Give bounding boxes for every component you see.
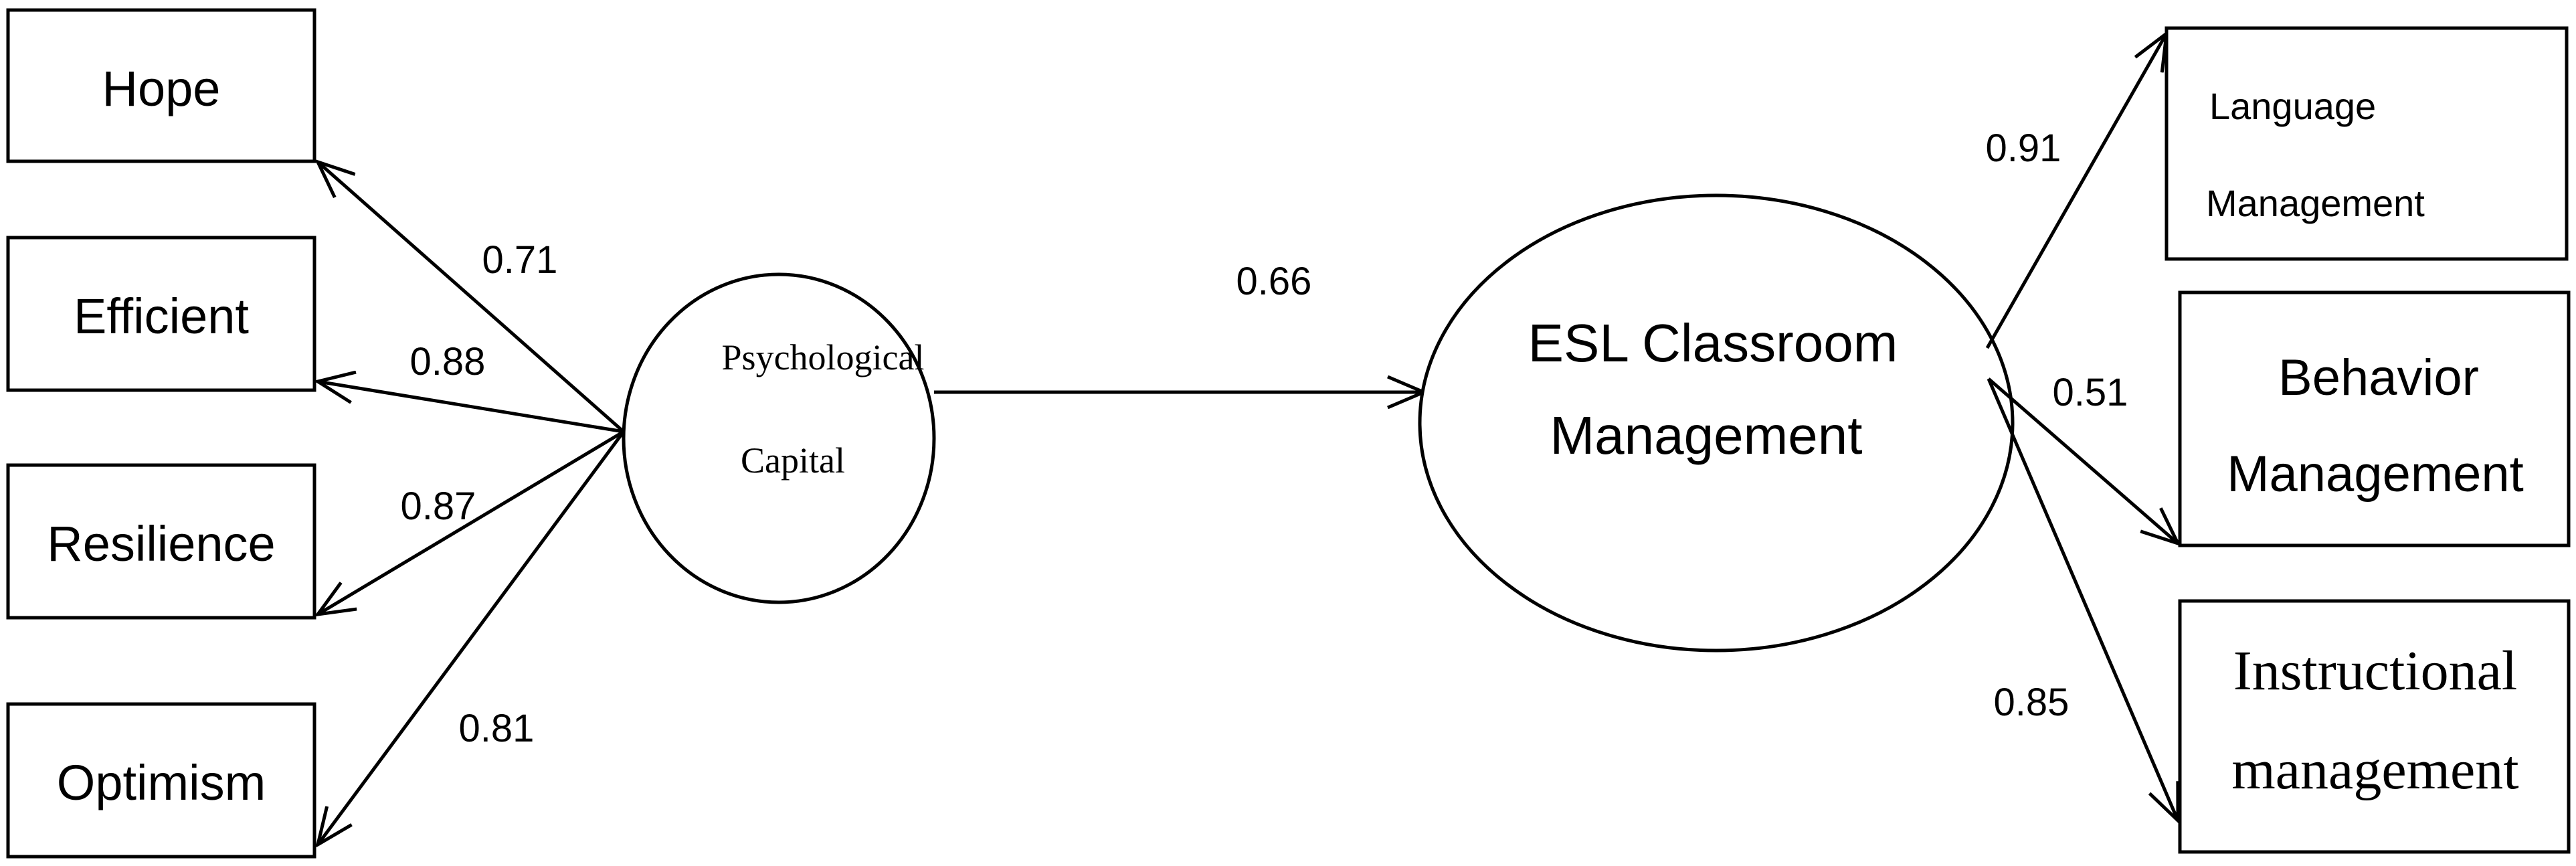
coef-instructional: 0.85 (1994, 681, 2069, 724)
efficient-label: Efficient (74, 288, 249, 344)
path-behavior (1987, 377, 2178, 543)
language-management-line2: Management (2206, 182, 2425, 224)
hope-box (6, 8, 316, 163)
psychological-capital-line2: Capital (741, 440, 845, 481)
resilience-label: Resilience (47, 516, 275, 572)
hope-label: Hope (102, 61, 221, 116)
behavior-management-line1: Behavior (2278, 349, 2479, 406)
instructional-management-line2: management (2231, 739, 2518, 801)
path-language (1985, 33, 2167, 349)
behavior-management-box (2178, 290, 2571, 547)
instructional-management-box (2178, 599, 2571, 854)
path-optimism (318, 430, 626, 845)
coef-resilience: 0.87 (401, 485, 476, 528)
coef-optimism: 0.81 (459, 707, 535, 750)
psychological-capital-line1: Psychological (722, 337, 925, 377)
esl-classroom-management-line2: Management (1550, 406, 1863, 465)
path-hope (318, 162, 625, 433)
instructional-management-line1: Instructional (2233, 640, 2518, 702)
optimism-box (6, 702, 316, 859)
resilience-box (6, 463, 316, 620)
path-instructional (1987, 378, 2178, 820)
behavior-management-line2: Management (2227, 446, 2524, 503)
coef-language: 0.91 (1986, 126, 2061, 170)
psychological-capital-ellipse (622, 272, 936, 604)
coef-structural: 0.66 (1236, 260, 1312, 303)
esl-classroom-management-ellipse (1418, 193, 2015, 653)
coef-efficient: 0.88 (410, 340, 486, 383)
coef-hope: 0.71 (482, 238, 558, 282)
esl-classroom-management-line1: ESL Classroom (1528, 313, 1898, 373)
path-resilience (318, 430, 625, 614)
path-efficient (318, 381, 624, 434)
coef-behavior: 0.51 (2053, 371, 2128, 414)
optimism-label: Optimism (57, 755, 266, 810)
language-management-line1: Language (2209, 85, 2376, 127)
efficient-box (6, 236, 316, 392)
language-management-box (2165, 26, 2569, 261)
